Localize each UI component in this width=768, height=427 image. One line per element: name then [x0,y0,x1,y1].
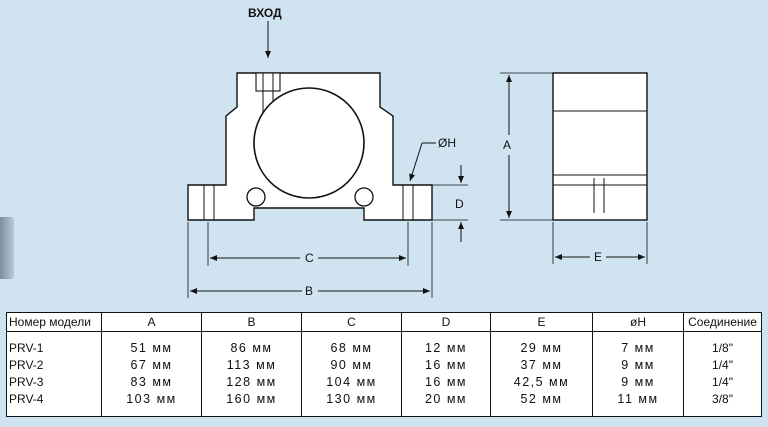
b-cell: 86 мм [230,341,273,355]
connection-cell: 3/8" [712,392,733,406]
e-cell: 37 мм [520,358,563,372]
header-e: E [490,312,593,332]
e-column: 29 мм 37 мм 42,5 мм 52 мм [490,331,593,417]
b-cell: 160 мм [226,392,277,406]
inlet-port [255,72,281,92]
dim-c-label: C [305,251,314,265]
left-hole [246,187,266,207]
side-view-body [552,72,648,221]
h-cell: 9 мм [621,358,655,372]
dim-b-label: B [305,284,313,298]
header-c: C [301,312,402,332]
c-cell: 130 мм [326,392,377,406]
connection-cell: 1/8" [712,341,733,355]
dim-d-label: D [455,197,464,211]
e-cell: 52 мм [520,392,563,406]
a-cell: 67 мм [130,358,173,372]
model-cell: PRV-4 [9,392,44,406]
h-column: 7 мм 9 мм 9 мм 11 мм [592,331,684,417]
b-cell: 113 мм [226,358,277,372]
right-hole [354,187,374,207]
d-cell: 20 мм [424,392,468,406]
header-h: øH [592,312,684,332]
b-cell: 128 мм [226,375,277,389]
model-cell: PRV-2 [9,358,44,372]
connection-cell: 1/4" [712,375,733,389]
header-d: D [401,312,491,332]
h-cell: 7 мм [621,341,655,355]
e-cell: 29 мм [520,341,563,355]
c-cell: 90 мм [330,358,373,372]
table-header-row: Номер модели A B C D E øH Соединение [6,312,762,332]
header-model: Номер модели [6,312,102,332]
d-cell: 12 мм [424,341,468,355]
model-cell: PRV-3 [9,375,44,389]
h-cell: 9 мм [621,375,655,389]
header-a: A [101,312,202,332]
dim-h-label: ØH [438,136,456,150]
dim-e-label: E [594,250,602,264]
d-cell: 16 мм [424,358,468,372]
header-connection: Соединение [683,312,762,332]
side-tab[interactable] [0,217,14,279]
inlet-label: ВХОД [248,6,282,20]
a-cell: 51 мм [130,341,173,355]
table-body-row: PRV-1 PRV-2 PRV-3 PRV-4 51 мм 67 мм 83 м… [6,331,762,417]
c-column: 68 мм 90 мм 104 мм 130 мм [301,331,402,417]
technical-drawing: ВХОД ØH D C B A E [187,6,648,298]
e-cell: 42,5 мм [513,375,570,389]
a-cell: 83 мм [130,375,173,389]
c-cell: 104 мм [326,375,377,389]
c-cell: 68 мм [330,341,373,355]
a-column: 51 мм 67 мм 83 мм 103 мм [101,331,202,417]
dim-a-label: A [503,138,511,152]
dimensions-table: Номер модели A B C D E øH Соединение PRV… [6,312,762,417]
b-column: 86 мм 113 мм 128 мм 160 мм [201,331,302,417]
model-column: PRV-1 PRV-2 PRV-3 PRV-4 [6,331,102,417]
a-cell: 103 мм [126,392,177,406]
h-cell: 11 мм [617,392,659,406]
model-cell: PRV-1 [9,341,44,355]
d-cell: 16 мм [424,375,468,389]
connection-cell: 1/4" [712,358,733,372]
header-b: B [201,312,302,332]
connection-column: 1/8" 1/4" 1/4" 3/8" [683,331,762,417]
ball [253,87,365,199]
d-column: 12 мм 16 мм 16 мм 20 мм [401,331,491,417]
